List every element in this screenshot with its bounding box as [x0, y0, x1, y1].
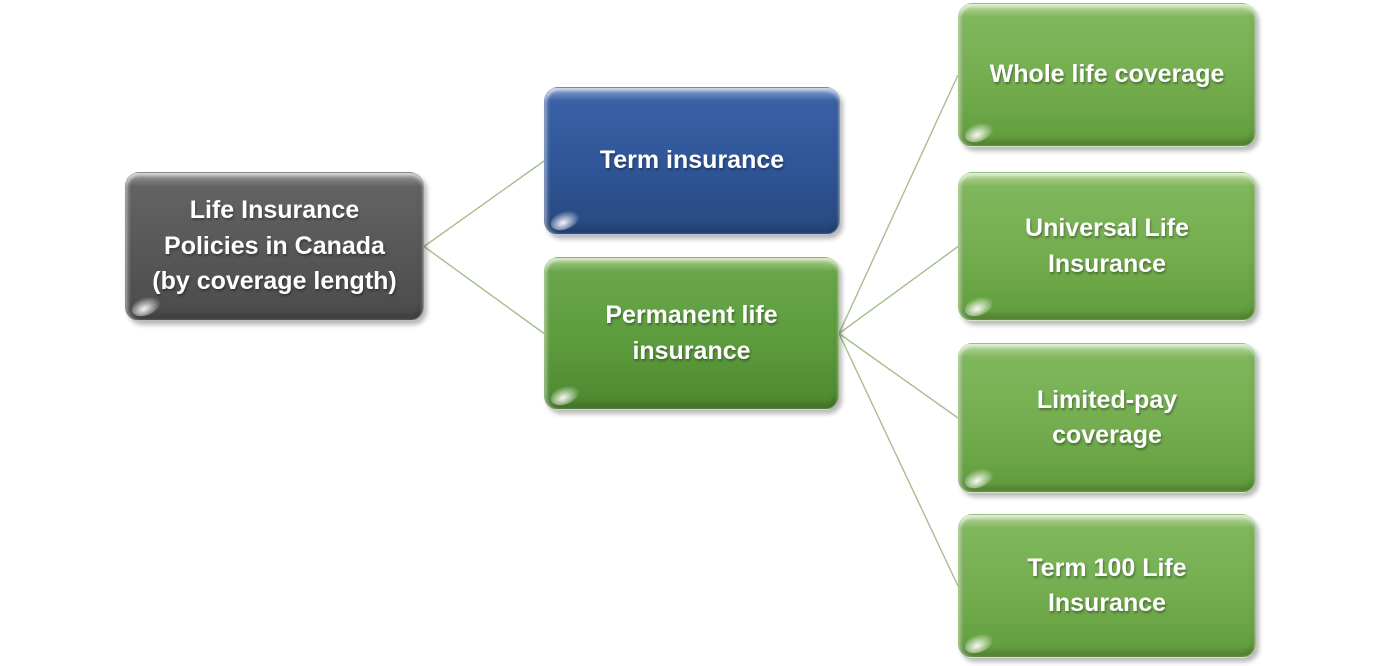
node-term-100-life-insurance: Term 100 Life Insurance — [958, 514, 1256, 658]
node-life-insurance-policies: Life Insurance Policies in Canada (by co… — [125, 172, 424, 321]
connector-line — [838, 332, 959, 419]
node-whole-life-coverage: Whole life coverage — [958, 3, 1256, 147]
connector-line — [423, 245, 545, 335]
node-term-insurance: Term insurance — [544, 87, 840, 235]
connector-line — [838, 245, 959, 335]
connector-line — [423, 160, 545, 248]
connector-line — [838, 74, 959, 334]
connector-line — [838, 333, 959, 587]
node-limited-pay-coverage: Limited-pay coverage — [958, 343, 1256, 493]
node-universal-life-insurance: Universal Life Insurance — [958, 172, 1256, 321]
node-permanent-life-insurance: Permanent life insurance — [544, 257, 839, 410]
